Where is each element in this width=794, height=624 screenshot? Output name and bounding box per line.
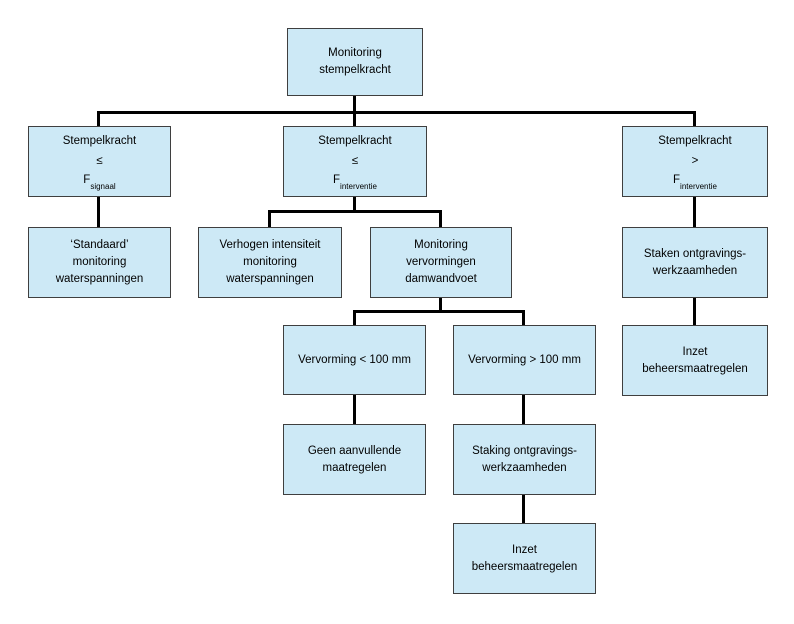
condition-title: Stempelkracht — [658, 135, 732, 148]
node-verhogen-intensiteit-label: Verhogen intensiteit monitoring waterspa… — [219, 239, 321, 285]
connector-kleiner-to-geen — [353, 394, 356, 425]
f-subscript: interventie — [680, 181, 717, 191]
connector-signaal-to-standaard — [97, 196, 100, 228]
node-monitoring-vervormingen: Monitoring vervormingen damwandvoet — [370, 227, 512, 298]
node-staking-ontgravingswerkzaamheden-label: Staking ontgravings- werkzaamheden — [472, 444, 577, 474]
condition-threshold: Finterventie — [333, 173, 377, 191]
node-inzet-beheersmaatregelen-rechts: Inzet beheersmaatregelen — [622, 325, 768, 396]
node-vervorming-kleiner-100mm: Vervorming < 100 mm — [283, 325, 426, 395]
connector-groter-to-staking — [522, 394, 525, 425]
node-standaard-monitoring: ‘Standaard’ monitoring waterspanningen — [28, 227, 171, 298]
connector-drop-vervorming-kleiner — [353, 310, 356, 326]
node-vervorming-groter-100mm: Vervorming > 100 mm — [453, 325, 596, 395]
connector-vervorming-horizontal — [353, 310, 525, 313]
connector-drop-verhogen — [268, 210, 271, 228]
connector-mid-stub — [353, 196, 356, 212]
connector-drop-left-branch — [97, 111, 100, 128]
node-vervorming-kleiner-100mm-label: Vervorming < 100 mm — [298, 353, 411, 366]
connector-mid-horizontal — [268, 210, 442, 213]
node-staken-ontgravingswerkzaamheden-label: Staken ontgravings- werkzaamheden — [643, 247, 747, 277]
connector-interventie-to-staken — [693, 196, 696, 228]
node-inzet-beheersmaatregelen-onder: Inzet beheersmaatregelen — [453, 523, 596, 594]
condition-threshold: Fsignaal — [83, 173, 116, 191]
node-stempelkracht-le-fsignaal: Stempelkracht ≤ Fsignaal — [28, 126, 171, 197]
f-subscript: interventie — [340, 181, 377, 191]
node-inzet-beheersmaatregelen-onder-label: Inzet beheersmaatregelen — [471, 543, 578, 573]
condition-operator: ≤ — [351, 154, 359, 167]
node-staken-ontgravingswerkzaamheden: Staken ontgravings- werkzaamheden — [622, 227, 768, 298]
node-staking-ontgravingswerkzaamheden: Staking ontgravings- werkzaamheden — [453, 424, 596, 495]
f-symbol: F — [673, 174, 681, 187]
connector-drop-vervorming-groter — [522, 310, 525, 326]
node-monitoring-stempelkracht-label: Monitoring stempelkracht — [319, 47, 391, 76]
node-geen-aanvullende-maatregelen-label: Geen aanvullende maatregelen — [307, 444, 402, 474]
condition-title: Stempelkracht — [318, 135, 392, 148]
condition-title: Stempelkracht — [62, 135, 137, 148]
node-stempelkracht-le-finterventie: Stempelkracht ≤ Finterventie — [283, 126, 427, 197]
connector-vervorming-stub — [439, 297, 442, 312]
node-verhogen-intensiteit: Verhogen intensiteit monitoring waterspa… — [198, 227, 342, 298]
connector-level1-horizontal — [97, 111, 696, 114]
node-stempelkracht-gt-finterventie: Stempelkracht > Finterventie — [622, 126, 768, 197]
node-vervorming-groter-100mm-label: Vervorming > 100 mm — [468, 353, 581, 366]
connector-drop-monitoring-vervormingen — [439, 210, 442, 228]
node-standaard-monitoring-label: ‘Standaard’ monitoring waterspanningen — [55, 239, 144, 285]
f-symbol: F — [83, 174, 91, 187]
connector-staken-to-inzet — [693, 297, 696, 326]
f-subscript: signaal — [90, 181, 116, 191]
connector-staking-to-inzet — [522, 494, 525, 524]
node-monitoring-stempelkracht: Monitoring stempelkracht — [287, 28, 423, 96]
node-monitoring-vervormingen-label: Monitoring vervormingen damwandvoet — [405, 239, 477, 285]
node-geen-aanvullende-maatregelen: Geen aanvullende maatregelen — [283, 424, 426, 495]
condition-operator: ≤ — [96, 154, 103, 167]
node-inzet-beheersmaatregelen-rechts-label: Inzet beheersmaatregelen — [642, 345, 748, 375]
condition-threshold: Finterventie — [673, 173, 717, 191]
connector-drop-right-branch — [693, 111, 696, 128]
condition-operator: > — [691, 154, 699, 167]
f-symbol: F — [333, 174, 341, 187]
